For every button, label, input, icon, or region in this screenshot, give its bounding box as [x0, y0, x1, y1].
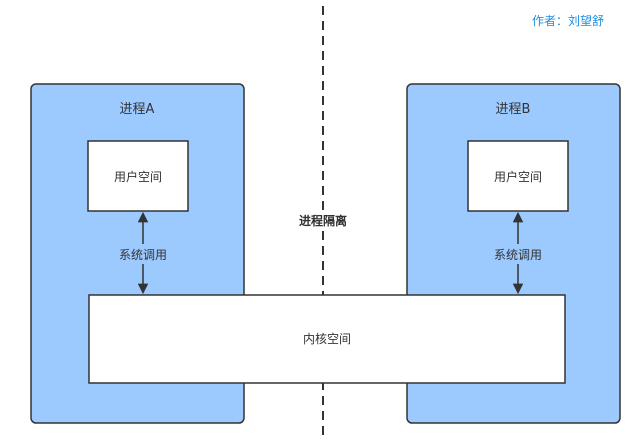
divider-label: 进程隔离	[299, 213, 347, 228]
process-b-label: 进程B	[496, 102, 531, 117]
process-b-user-space-label: 用户空间	[494, 169, 542, 184]
process-a-user-space-box	[87, 140, 189, 212]
kernel-space-label: 内核空间	[303, 332, 351, 346]
process-a-label: 进程A	[120, 102, 155, 117]
process-a-user-space-label: 用户空间	[114, 169, 162, 184]
process-b-syscall-label-bg	[488, 244, 548, 264]
author-label: 作者：刘望舒	[531, 14, 604, 28]
kernel-space-box	[88, 294, 566, 384]
process-b-syscall-label: 系统调用	[494, 248, 542, 262]
process-a-syscall-label-bg	[113, 244, 173, 264]
process-a-syscall-label: 系统调用	[119, 248, 167, 262]
process-b-user-space-box	[467, 140, 569, 212]
divider-label-bg	[290, 210, 356, 230]
